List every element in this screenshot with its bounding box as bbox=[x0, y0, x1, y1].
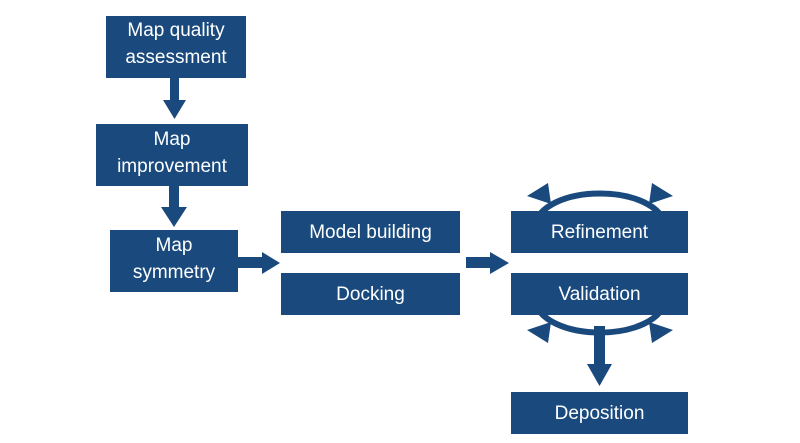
arrow-cycle-to-deposition bbox=[587, 326, 612, 386]
node-refinement-box[interactable] bbox=[511, 211, 688, 253]
node-deposition-label: Deposition bbox=[555, 403, 645, 424]
arrow-quality-to-improvement bbox=[163, 78, 186, 119]
node-docking[interactable]: Docking bbox=[281, 273, 460, 315]
node-refinement-label: Refinement bbox=[551, 222, 649, 243]
node-map-quality-assessment-box[interactable] bbox=[106, 16, 246, 78]
node-map-quality-assessment[interactable]: Map quality assessment bbox=[106, 16, 246, 78]
node-validation[interactable]: Validation bbox=[511, 273, 688, 315]
arrow-building-to-refinement bbox=[466, 252, 509, 274]
node-map-improvement-label-line1: Map bbox=[154, 129, 191, 150]
node-validation-label: Validation bbox=[558, 284, 640, 305]
node-map-improvement-label-line2: improvement bbox=[117, 156, 228, 177]
node-validation-box[interactable] bbox=[511, 273, 688, 315]
node-map-quality-assessment-label-line1: Map quality bbox=[127, 20, 225, 41]
node-model-building-label: Model building bbox=[309, 222, 432, 243]
arrow-symmetry-to-building bbox=[238, 252, 280, 274]
node-map-symmetry[interactable]: Map symmetry bbox=[110, 230, 238, 292]
node-map-symmetry-label-line1: Map bbox=[156, 235, 193, 256]
node-model-building-box[interactable] bbox=[281, 211, 460, 253]
node-model-building[interactable]: Model building bbox=[281, 211, 460, 253]
node-map-quality-assessment-label-line2: assessment bbox=[125, 47, 227, 68]
node-map-improvement[interactable]: Map improvement bbox=[96, 124, 248, 186]
arrow-improvement-to-symmetry bbox=[161, 186, 187, 227]
node-map-improvement-box[interactable] bbox=[96, 124, 248, 186]
node-map-symmetry-label-line2: symmetry bbox=[133, 262, 216, 283]
node-docking-label: Docking bbox=[336, 284, 405, 305]
node-docking-box[interactable] bbox=[281, 273, 460, 315]
node-refinement[interactable]: Refinement bbox=[511, 211, 688, 253]
node-map-symmetry-box[interactable] bbox=[110, 230, 238, 292]
node-deposition-box[interactable] bbox=[511, 392, 688, 434]
node-deposition[interactable]: Deposition bbox=[511, 392, 688, 434]
